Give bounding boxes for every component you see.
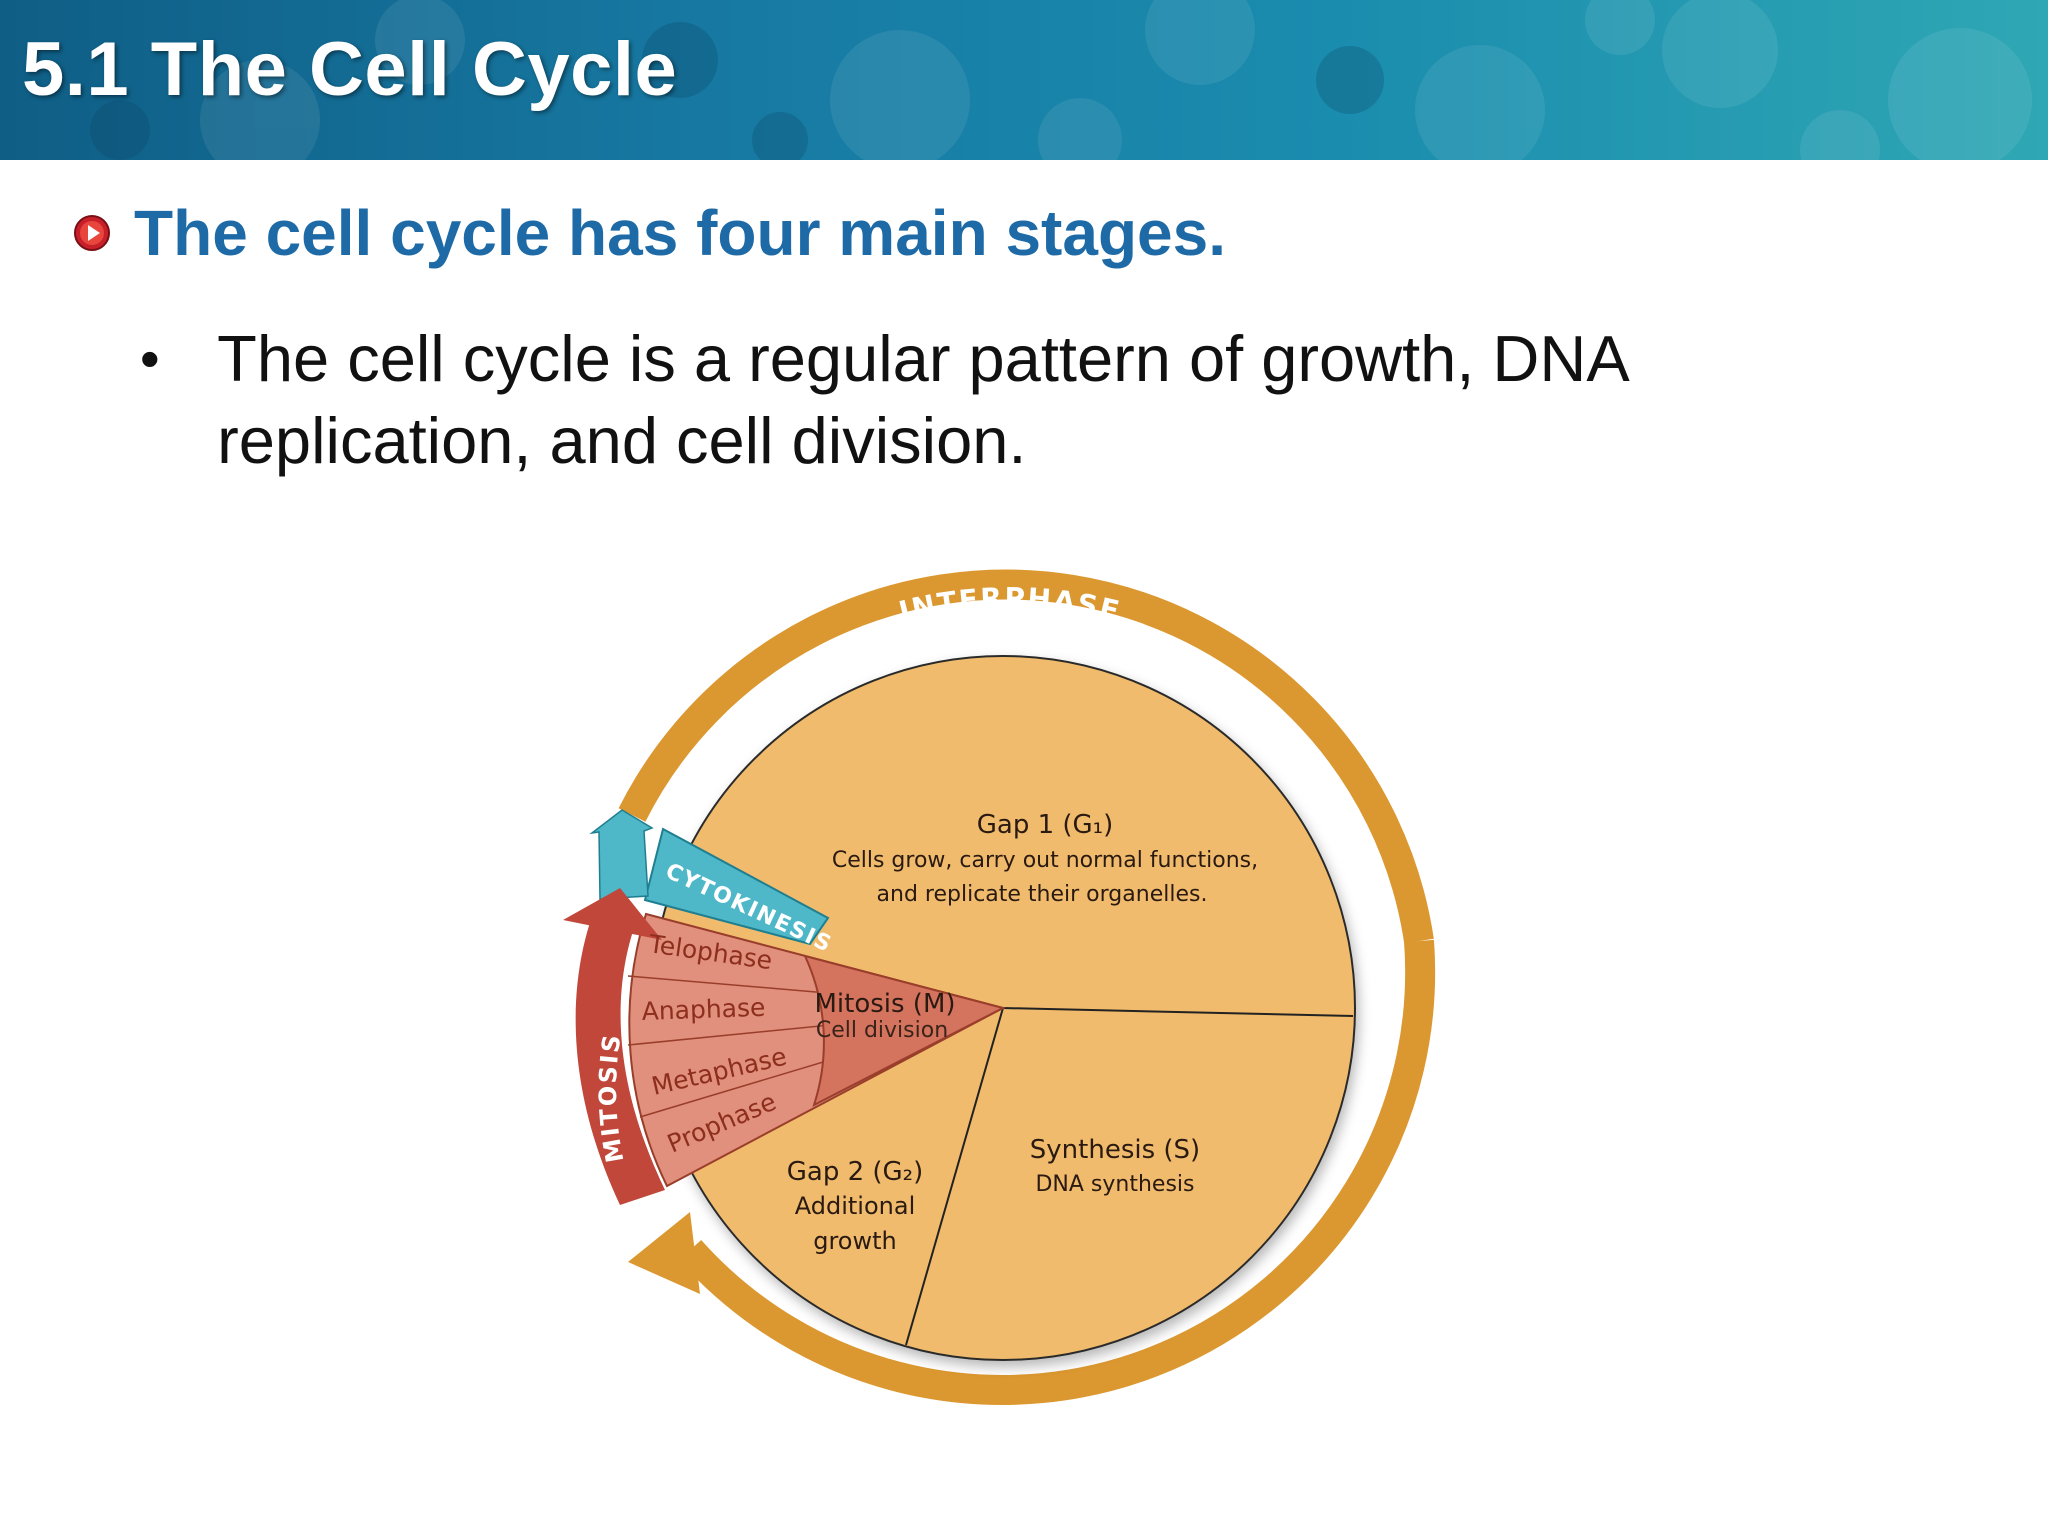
interphase-arrowhead bbox=[628, 1212, 700, 1294]
s-title: Synthesis (S) bbox=[1030, 1135, 1200, 1165]
cytokinesis-arrow bbox=[592, 810, 652, 899]
s-line1: DNA synthesis bbox=[1035, 1172, 1194, 1197]
g2-line2: growth bbox=[813, 1227, 897, 1255]
phase-label-anaphase: Anaphase bbox=[641, 993, 766, 1026]
g1-title: Gap 1 (G₁) bbox=[977, 810, 1114, 840]
g1-line2: and replicate their organelles. bbox=[877, 882, 1208, 907]
mitosis-subtitle: Cell division bbox=[816, 1018, 948, 1043]
g2-line1: Additional bbox=[795, 1192, 915, 1220]
g1-line1: Cells grow, carry out normal functions, bbox=[832, 848, 1258, 873]
mitosis-title: Mitosis (M) bbox=[814, 989, 955, 1019]
g2-title: Gap 2 (G₂) bbox=[787, 1157, 924, 1187]
